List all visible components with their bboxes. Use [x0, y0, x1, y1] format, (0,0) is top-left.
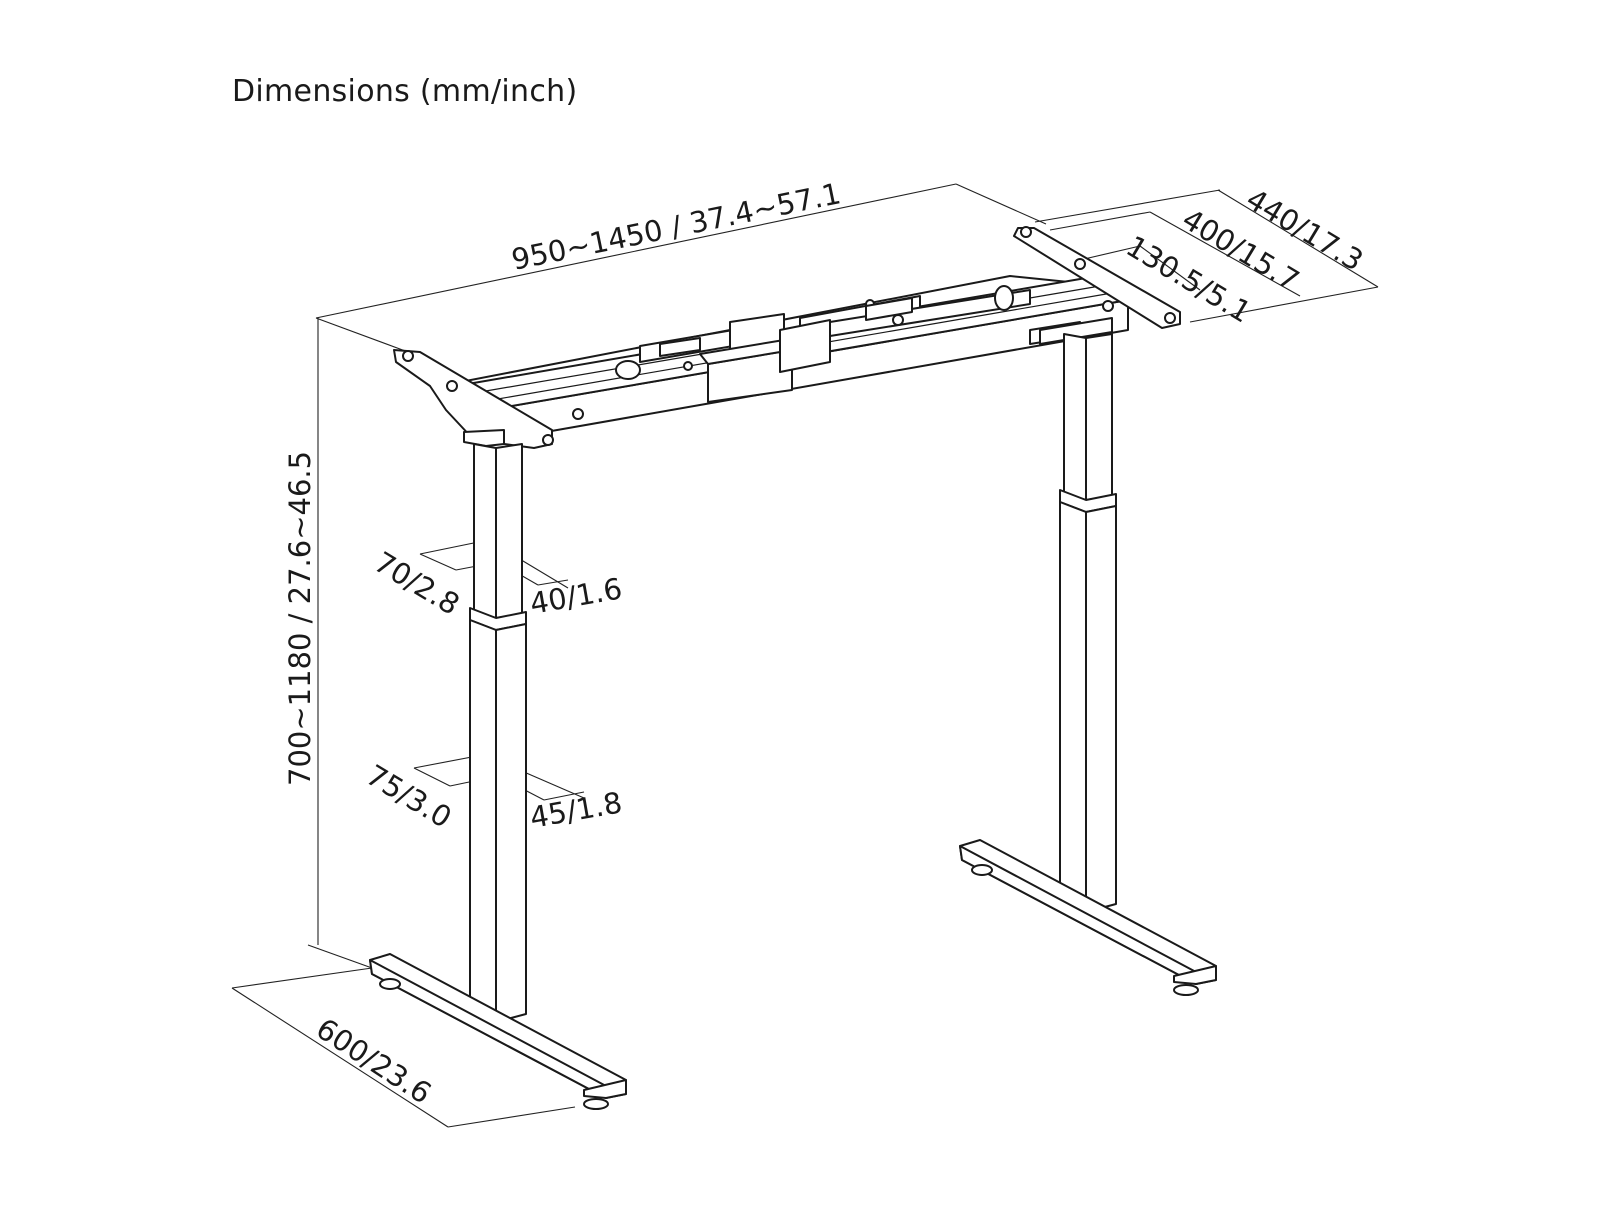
- right-bracket-plate: [1013, 227, 1181, 329]
- left-leg: [369, 443, 627, 1110]
- depth-outer-dimension-line: [1217, 189, 1379, 288]
- spacing-dimension-line: [1139, 245, 1201, 291]
- lower-column-width-label: 75/3.0: [360, 758, 457, 835]
- bracket-screw-hole: [402, 350, 414, 362]
- right-side-bracket: [1013, 226, 1181, 345]
- depth-outer-extension-top: [1034, 189, 1221, 223]
- upper-col-depth-line-b: [517, 557, 569, 589]
- right-lower-tube-side: [1059, 501, 1087, 913]
- mount-plate: [659, 337, 701, 357]
- upper-col-depth-line-c: [537, 579, 569, 586]
- right-foot-glide-rear: [971, 864, 993, 876]
- top-frame: [449, 275, 1129, 441]
- width-extension-right: [955, 183, 1047, 225]
- foot-dimension-line: [231, 987, 449, 1128]
- bracket-screw-hole: [542, 434, 554, 446]
- upper-column-depth-label: 40/1.6: [527, 571, 624, 621]
- right-leg: [959, 333, 1217, 996]
- dimension-lines: [231, 183, 1379, 1128]
- bracket-screw-hole: [1074, 258, 1086, 270]
- bracket-screw-hole: [1020, 226, 1032, 238]
- bolt: [683, 361, 693, 371]
- depth-outer-extension-bottom: [1189, 286, 1379, 323]
- bolt: [572, 408, 584, 420]
- upper-col-width-line-b: [419, 553, 457, 571]
- center-bracket: [779, 319, 831, 373]
- bracket-screw-hole: [1164, 312, 1176, 324]
- right-upper-tube-side: [1063, 333, 1087, 501]
- motor-unit-right: [994, 285, 1014, 311]
- foot-extension-back: [231, 967, 373, 989]
- wire-channel: [829, 289, 1031, 337]
- right-upper-tube-front: [1085, 333, 1113, 501]
- height-range-label: 700~1180 / 27.6~46.5: [283, 451, 317, 786]
- depth-inner-extension: [1049, 211, 1151, 231]
- left-lower-tube-side: [469, 619, 497, 1023]
- left-upper-tube-side: [473, 443, 497, 619]
- left-foot-glide-front: [583, 1098, 609, 1110]
- left-upper-tube-front: [495, 443, 523, 619]
- width-dimension-line: [315, 183, 957, 319]
- spacing-extension: [1079, 245, 1141, 261]
- motor-unit: [615, 360, 641, 380]
- depth-inner-dimension-line: [1149, 211, 1301, 297]
- foot-extension-front: [447, 1106, 576, 1128]
- foot-length-label: 600/23.6: [310, 1011, 437, 1110]
- page-title: Dimensions (mm/inch): [232, 74, 578, 109]
- bolt: [892, 314, 904, 326]
- frame-width-label: 950~1450 / 37.4~57.1: [509, 176, 844, 277]
- bolt: [1102, 300, 1114, 312]
- width-extension-left: [315, 317, 409, 353]
- lower-col-depth-line-c: [543, 791, 585, 801]
- right-foot-glide-front: [1173, 984, 1199, 996]
- right-lower-tube-front: [1085, 505, 1117, 913]
- bracket-screw-hole: [446, 380, 458, 392]
- mount-plate: [865, 297, 913, 321]
- right-foot-cap: [1173, 965, 1217, 985]
- left-foot-cap: [583, 1079, 627, 1099]
- column-mount-plate: [1039, 317, 1113, 345]
- lower-col-width-line-b: [413, 767, 451, 787]
- left-foot-glide-rear: [379, 978, 401, 990]
- column-mount-plate: [463, 429, 505, 447]
- left-side-bracket: [393, 349, 554, 449]
- lower-column-depth-label: 45/1.8: [527, 785, 624, 835]
- upper-column-width-label: 70/2.8: [368, 545, 465, 622]
- height-extension-bottom: [307, 944, 373, 969]
- left-lower-tube-front: [495, 623, 527, 1023]
